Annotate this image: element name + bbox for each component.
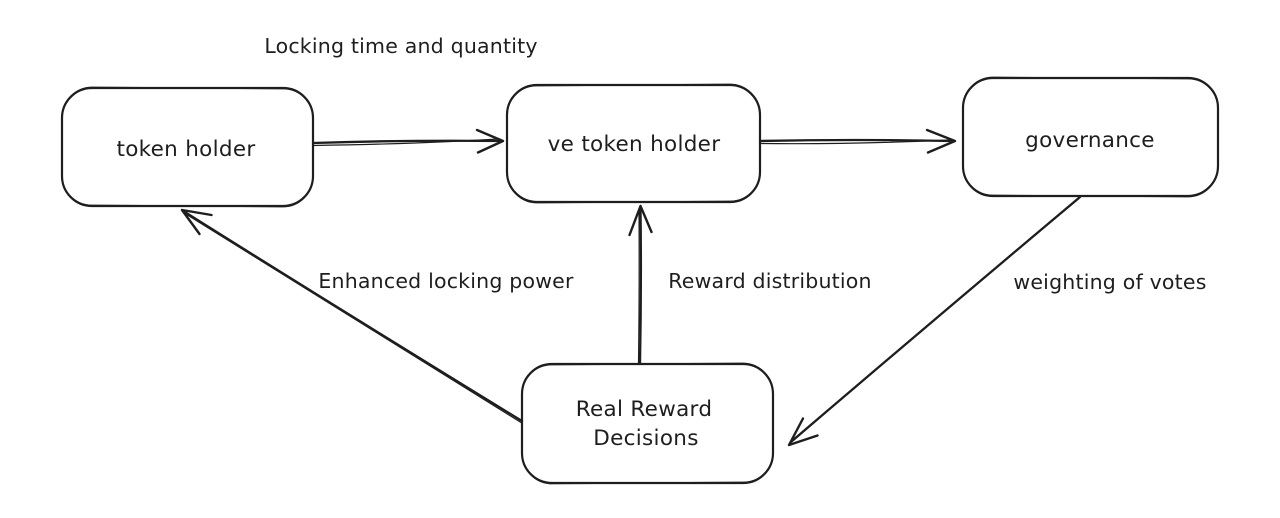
governance-box-sketch [962, 76, 1219, 198]
arrowhead-upleft-icon [180, 208, 213, 236]
edge-line [182, 210, 524, 423]
edge-line-sketch [790, 197, 1080, 444]
edge-real-reward-decisions-to-token-holder [180, 208, 524, 424]
edge-token-holder-to-ve-token-holder [311, 128, 505, 154]
edge-line-sketch [184, 212, 522, 424]
real-reward-decisions-label-line1: Real Reward [576, 397, 713, 422]
ve-token-holder-label: ve token holder [548, 132, 721, 157]
token-holder-label: token holder [116, 137, 255, 162]
edge-line-sketch [312, 138, 500, 147]
edge-label-enhanced-locking-power: Enhanced locking power [318, 269, 574, 293]
edge-governance-to-real-reward-decisions [787, 195, 1082, 447]
node-token-holder: token holder [60, 86, 315, 208]
edge-label-reward-distribution: Reward distribution [668, 269, 872, 293]
arrowhead-right-icon [925, 128, 957, 154]
governance-label: governance [1025, 128, 1155, 153]
arrowhead-up-icon [628, 204, 653, 237]
edge-ve-token-holder-to-governance [758, 128, 957, 154]
edge-label-weighting-of-votes: weighting of votes [1013, 270, 1206, 294]
arrowhead-right-icon [475, 128, 505, 154]
node-governance: governance [961, 76, 1220, 198]
edge-real-reward-decisions-to-ve-token-holder [628, 204, 653, 366]
token-holder-box-sketch [61, 86, 314, 208]
real-reward-decisions-box [520, 362, 775, 485]
edge-label-locking-time-and-quantity: Locking time and quantity [264, 34, 537, 58]
ve-token-holder-box-sketch [506, 83, 761, 204]
edge-line [638, 206, 643, 366]
edge-line-sketch [759, 139, 951, 145]
arrowhead-downleft-icon [787, 417, 819, 447]
real-reward-decisions-box-sketch [521, 362, 774, 485]
node-real-reward-decisions: Real Reward Decisions [520, 362, 775, 485]
node-ve-token-holder: ve token holder [505, 83, 762, 204]
real-reward-decisions-label-line2: Decisions [593, 426, 698, 451]
edge-line-sketch [637, 208, 640, 364]
edge-line [311, 139, 502, 145]
